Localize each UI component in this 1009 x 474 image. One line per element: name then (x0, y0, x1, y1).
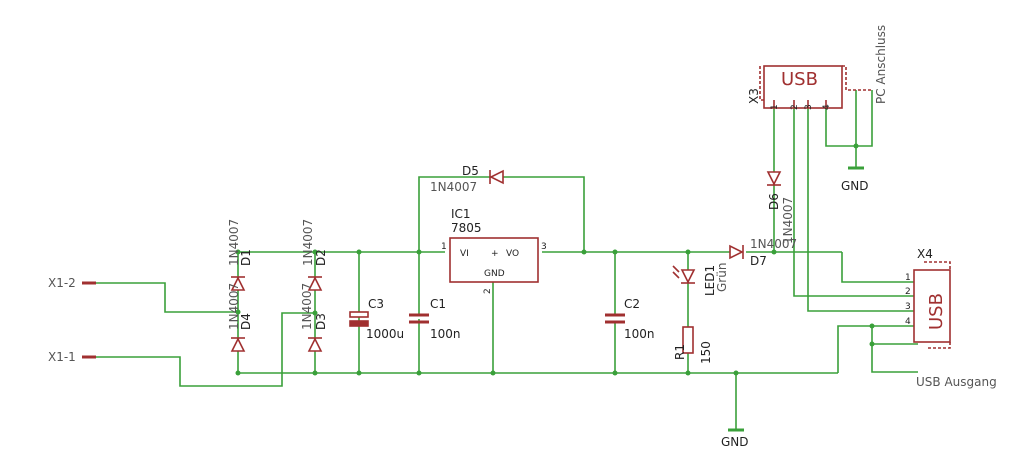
wire-x3-pin2 (793, 108, 918, 297)
label-d4-name: D4 (239, 313, 253, 330)
label-x4-note: USB Ausgang (916, 375, 997, 389)
label-d6-name: D6 (767, 193, 781, 210)
capacitor-c3 (349, 311, 369, 327)
label-d7-name: D7 (750, 254, 767, 268)
label-ic-pin2: 2 (483, 288, 493, 294)
wire-x4-shield (871, 343, 918, 373)
label-x3-pin2: 2 (790, 104, 800, 110)
label-d3-name: D3 (314, 313, 328, 330)
label-d1-name: D1 (239, 249, 253, 266)
label-ic-gnd: GND (484, 269, 505, 279)
label-x4-pin2: 2 (905, 287, 911, 297)
label-x4-pin3: 3 (905, 302, 911, 312)
label-d6-type: 1N4007 (781, 197, 795, 244)
label-gnd-x3: GND (841, 179, 869, 193)
label-d1-type: 1N4007 (227, 219, 241, 266)
label-d5-name: D5 (462, 164, 479, 178)
labels: X1-2 X1-1 1N4007 D1 1N4007 D2 1N4007 D4 … (48, 25, 997, 449)
label-d2-type: 1N4007 (301, 219, 315, 266)
label-x3-note: PC Anschluss (874, 25, 888, 104)
label-ic1-type: 7805 (451, 221, 482, 235)
label-led-type: Grün (715, 263, 729, 292)
capacitor-c2 (604, 313, 626, 324)
label-c3-name: C3 (368, 297, 384, 311)
label-d7-type: 1N4007 (750, 237, 797, 251)
label-r1-value: 150 (699, 341, 713, 364)
label-gnd-main: GND (721, 435, 749, 449)
capacitor-c1 (408, 313, 430, 324)
label-ic1-name: IC1 (451, 207, 471, 221)
junctions (235, 143, 875, 376)
wire-x4-gnd (837, 325, 918, 373)
wire-x1-2 (96, 282, 238, 313)
label-r1-name: R1 (673, 344, 687, 360)
diode-d5 (489, 169, 504, 185)
diode-d1 (230, 276, 246, 291)
label-x4-usb: USB (926, 293, 947, 330)
connector-x4 (913, 261, 951, 349)
label-led-name: LED1 (703, 265, 717, 296)
label-c2-name: C2 (624, 297, 640, 311)
label-ic-vo: VO (506, 249, 519, 259)
resistor-r1 (682, 326, 694, 354)
diode-d4 (230, 337, 246, 352)
label-x3-name: X3 (747, 88, 761, 104)
wire-x1-1 (96, 312, 315, 387)
wire-x3-shield (855, 90, 873, 147)
regulator-ic1 (449, 237, 539, 283)
label-ic-pin1: 1 (441, 242, 447, 252)
label-x1-1: X1-1 (48, 350, 76, 364)
connector-x3 (759, 65, 872, 109)
wire-x3-pin4 (825, 108, 856, 147)
label-d4-type: 1N4007 (227, 283, 241, 330)
label-ic-pin3: 3 (541, 242, 547, 252)
label-x3-pin3: 3 (804, 104, 814, 110)
label-c2-value: 100n (624, 327, 655, 341)
diode-d6 (766, 171, 782, 186)
diode-d7 (729, 244, 744, 260)
label-d3-type: 1N4007 (300, 283, 314, 330)
label-c3-value: 1000u (366, 327, 404, 341)
label-c1-value: 100n (430, 327, 461, 341)
label-x3-usb: USB (781, 69, 818, 90)
led-led1 (672, 265, 696, 284)
label-ic-plus: + (491, 249, 499, 259)
label-x3-pin1: 1 (770, 104, 780, 110)
label-ic-vi: VI (460, 249, 469, 259)
label-x3-pin4: 4 (822, 104, 832, 110)
label-c1-name: C1 (430, 297, 446, 311)
diode-d3 (307, 337, 323, 352)
wire-x3-pin3 (807, 108, 918, 312)
label-x4-name: X4 (917, 247, 933, 261)
label-d2-name: D2 (314, 249, 328, 266)
wire-x4-pin1 (841, 252, 918, 283)
label-x1-2: X1-2 (48, 276, 76, 290)
label-x4-pin1: 1 (905, 273, 911, 283)
diode-d2 (307, 276, 323, 291)
label-x4-pin4: 4 (905, 317, 911, 327)
label-d5-type: 1N4007 (430, 180, 477, 194)
